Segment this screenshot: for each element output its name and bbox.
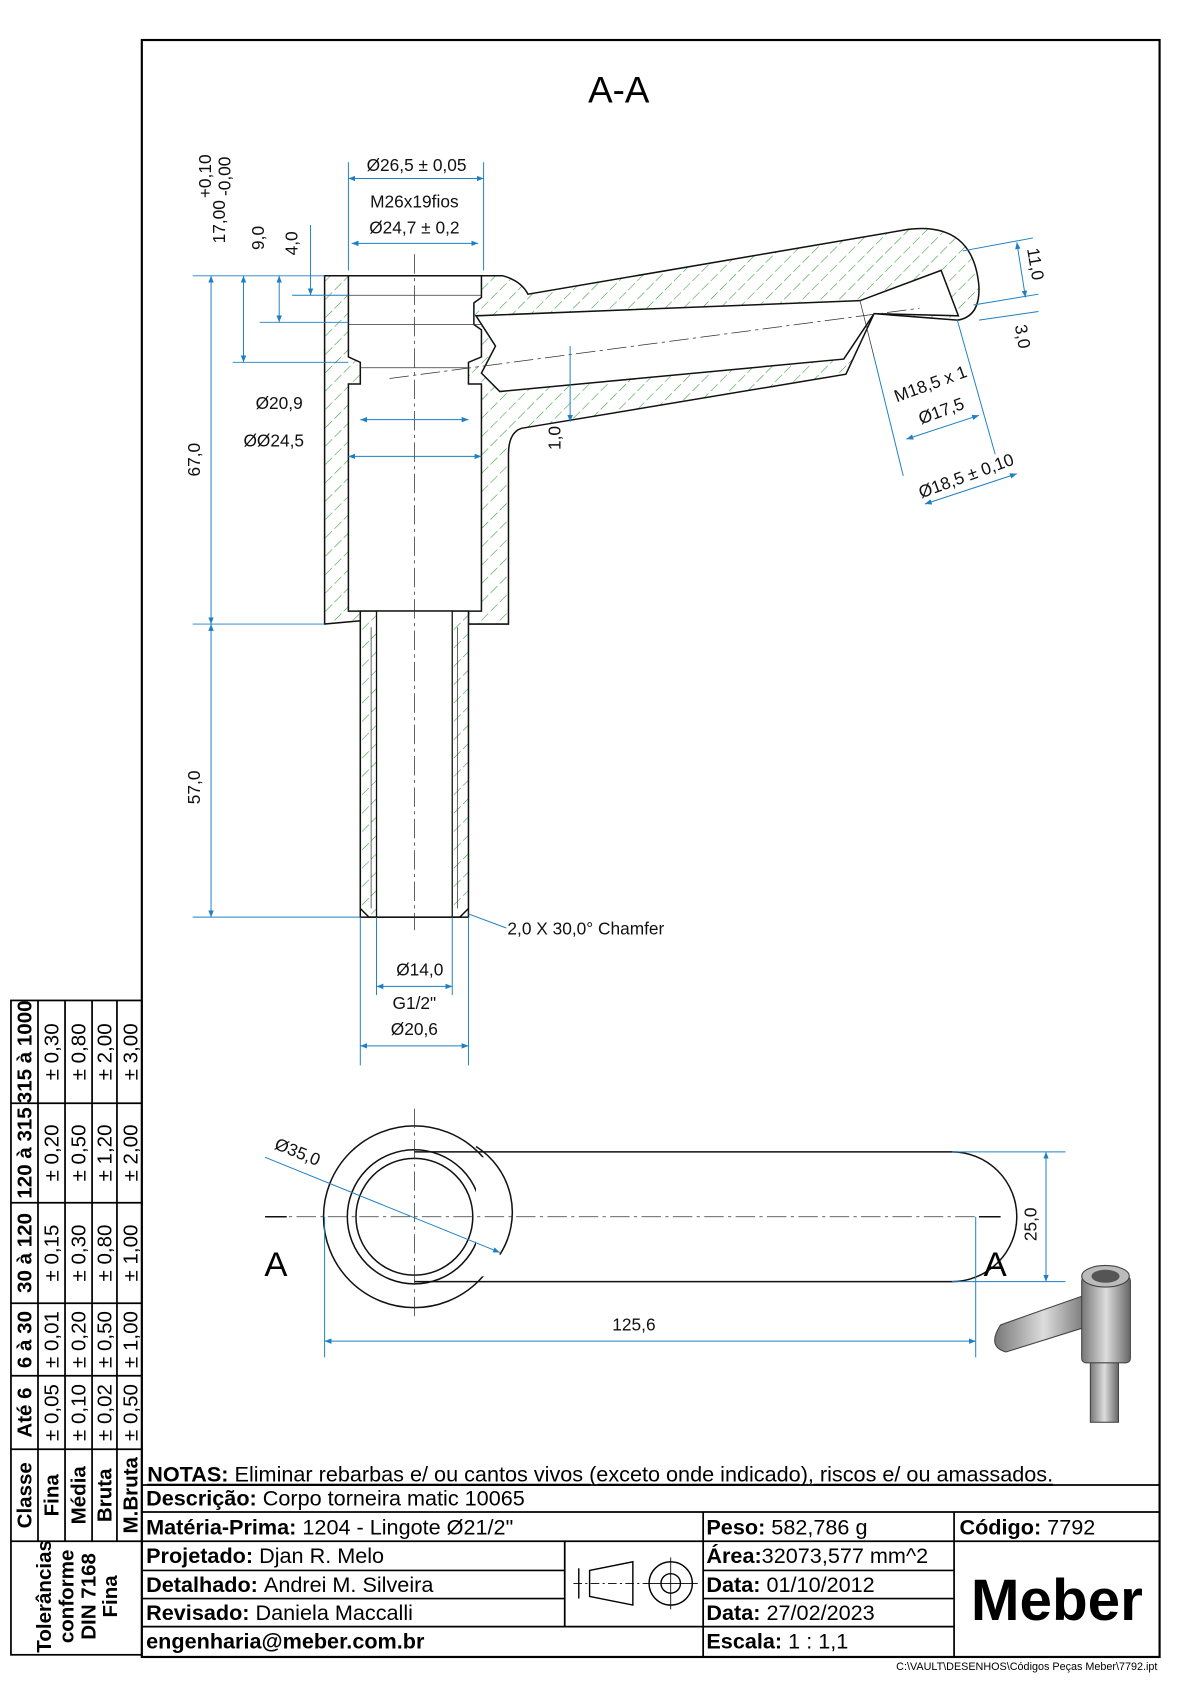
tolerance-value: ± 0,20 — [41, 1124, 64, 1181]
tolerance-footer-3: DIN 7168 — [77, 1553, 100, 1640]
dim-arm-11: 11,0 — [1023, 246, 1048, 281]
tolerance-value: ± 2,00 — [119, 1124, 142, 1181]
tolerance-value: ± 0,02 — [94, 1384, 117, 1441]
dim-inner-dia-24-5: ØØ24,5 — [243, 431, 304, 451]
dim-stem-inner-dia: Ø14,0 — [396, 960, 443, 980]
sheet-border — [140, 38, 1161, 1659]
area: Área:32073,577 mm^2 — [706, 1543, 928, 1568]
dim-depth-9: 9,0 — [248, 226, 268, 250]
tolerance-value: ± 3,00 — [119, 1023, 142, 1080]
dim-depth-17-tol-plus: +0,10 — [195, 154, 215, 198]
dim-depth-4: 4,0 — [282, 231, 302, 255]
escala: Escala: 1 : 1,1 — [706, 1628, 848, 1653]
tolerance-value: ± 0,30 — [41, 1023, 64, 1080]
tolerance-class-label: Fina — [41, 1474, 64, 1517]
dim-thread-spec: M26x19fios — [370, 192, 459, 212]
dim-top-view-length: 125,6 — [612, 1314, 655, 1334]
dim-top-view-dia: Ø35,0 — [272, 1134, 323, 1170]
title-block: NOTAS: Eliminar rebarbas e/ ou cantos vi… — [141, 1462, 1160, 1673]
tolerance-value: ± 1,20 — [94, 1124, 117, 1181]
first-angle-projection-icon — [573, 1557, 698, 1610]
dim-inner-dia-20-9: Ø20,9 — [256, 393, 303, 413]
top-view: A A Ø35,0 25,0 125,6 — [264, 1108, 1066, 1358]
tolerance-class-label: Média — [68, 1466, 91, 1525]
tolerance-value: ± 2,00 — [94, 1023, 117, 1080]
tolerance-value: ± 0,50 — [94, 1311, 117, 1368]
section-marker-right: A — [984, 1246, 1008, 1284]
tolerance-value: ± 0,80 — [94, 1225, 117, 1282]
dim-height-57: 57,0 — [184, 771, 204, 805]
tolerance-header: 315 à 1000 — [14, 1000, 37, 1103]
dim-stem-outer-dia: Ø20,6 — [391, 1019, 438, 1039]
tolerance-footer-1: Tolerâncias — [33, 1540, 56, 1653]
tolerance-footer-2: conforme — [56, 1550, 79, 1644]
bore-cavity — [347, 275, 483, 612]
tolerance-value: ± 0,30 — [68, 1225, 91, 1282]
data-created: Data: 01/10/2012 — [706, 1572, 874, 1597]
peso: Peso: 582,786 g — [706, 1515, 867, 1540]
data-revised: Data: 27/02/2023 — [706, 1600, 874, 1625]
tolerance-class-label: Bruta — [94, 1468, 117, 1522]
dim-height-67: 67,0 — [184, 443, 204, 477]
detalhado: Detalhado: Andrei M. Silveira — [146, 1572, 434, 1597]
company-logo: Meber — [971, 1568, 1143, 1633]
tolerance-class-label: M.Bruta — [119, 1456, 142, 1533]
tolerance-header: Até 6 — [14, 1387, 37, 1437]
tolerance-header: Classe — [14, 1462, 37, 1528]
revisado: Revisado: Daniela Maccalli — [146, 1600, 413, 1625]
tolerance-value: ± 0,50 — [119, 1384, 142, 1441]
dim-wall-1: 1,0 — [544, 426, 564, 450]
contact-email: engenharia@meber.com.br — [146, 1628, 425, 1653]
materia-prima: Matéria-Prima: 1204 - Lingote Ø21/2" — [146, 1515, 513, 1540]
tolerance-value: ± 0,01 — [41, 1311, 64, 1368]
tolerance-value: ± 0,80 — [68, 1023, 91, 1080]
dim-depth-17-tol-minus: -0,00 — [215, 157, 235, 196]
file-path: C:\VAULT\DESENHOS\Códigos Peças Meber\77… — [896, 1661, 1157, 1673]
dim-depth-17: 17,00 — [209, 200, 229, 243]
section-title: A-A — [588, 70, 650, 111]
dim-stem-thread: G1/2" — [393, 993, 437, 1013]
tolerance-header: 120 à 315 — [14, 1107, 37, 1198]
part-3d-preview — [994, 1264, 1131, 1423]
projetado: Projetado: Djan R. Melo — [146, 1543, 384, 1568]
dim-top-view-width: 25,0 — [1020, 1207, 1040, 1241]
tolerance-header: 6 à 30 — [14, 1311, 37, 1368]
dim-arm-3: 3,0 — [1011, 323, 1035, 350]
arm-channel — [474, 269, 960, 393]
notes: NOTAS: Eliminar rebarbas e/ ou cantos vi… — [147, 1462, 1053, 1487]
tolerance-footer-4: Fina — [99, 1575, 122, 1618]
dim-top-outer-dia: Ø26,5 ± 0,05 — [367, 155, 467, 175]
tolerance-value: ± 0,05 — [41, 1384, 64, 1441]
dim-thread-dia: Ø24,7 ± 0,2 — [369, 218, 459, 238]
tolerance-value: ± 0,15 — [41, 1225, 64, 1282]
section-view — [323, 227, 980, 931]
dim-chamfer: 2,0 X 30,0° Chamfer — [507, 918, 664, 938]
tolerance-value: ± 0,20 — [68, 1311, 91, 1368]
codigo: Código: 7792 — [959, 1515, 1095, 1540]
tolerance-value: ± 0,50 — [68, 1124, 91, 1181]
tolerance-header: 30 à 120 — [14, 1213, 37, 1293]
tolerance-value: ± 1,00 — [119, 1311, 142, 1368]
tolerance-value: ± 1,00 — [119, 1225, 142, 1282]
tolerance-value: ± 0,10 — [68, 1384, 91, 1441]
dim-arm-outer-dia: Ø18,5 ± 0,10 — [916, 449, 1017, 502]
dim-arm-thread-dia: Ø17,5 — [916, 393, 967, 428]
section-marker-left: A — [264, 1246, 288, 1284]
descricao: Descrição: Corpo torneira matic 10065 — [146, 1486, 525, 1511]
